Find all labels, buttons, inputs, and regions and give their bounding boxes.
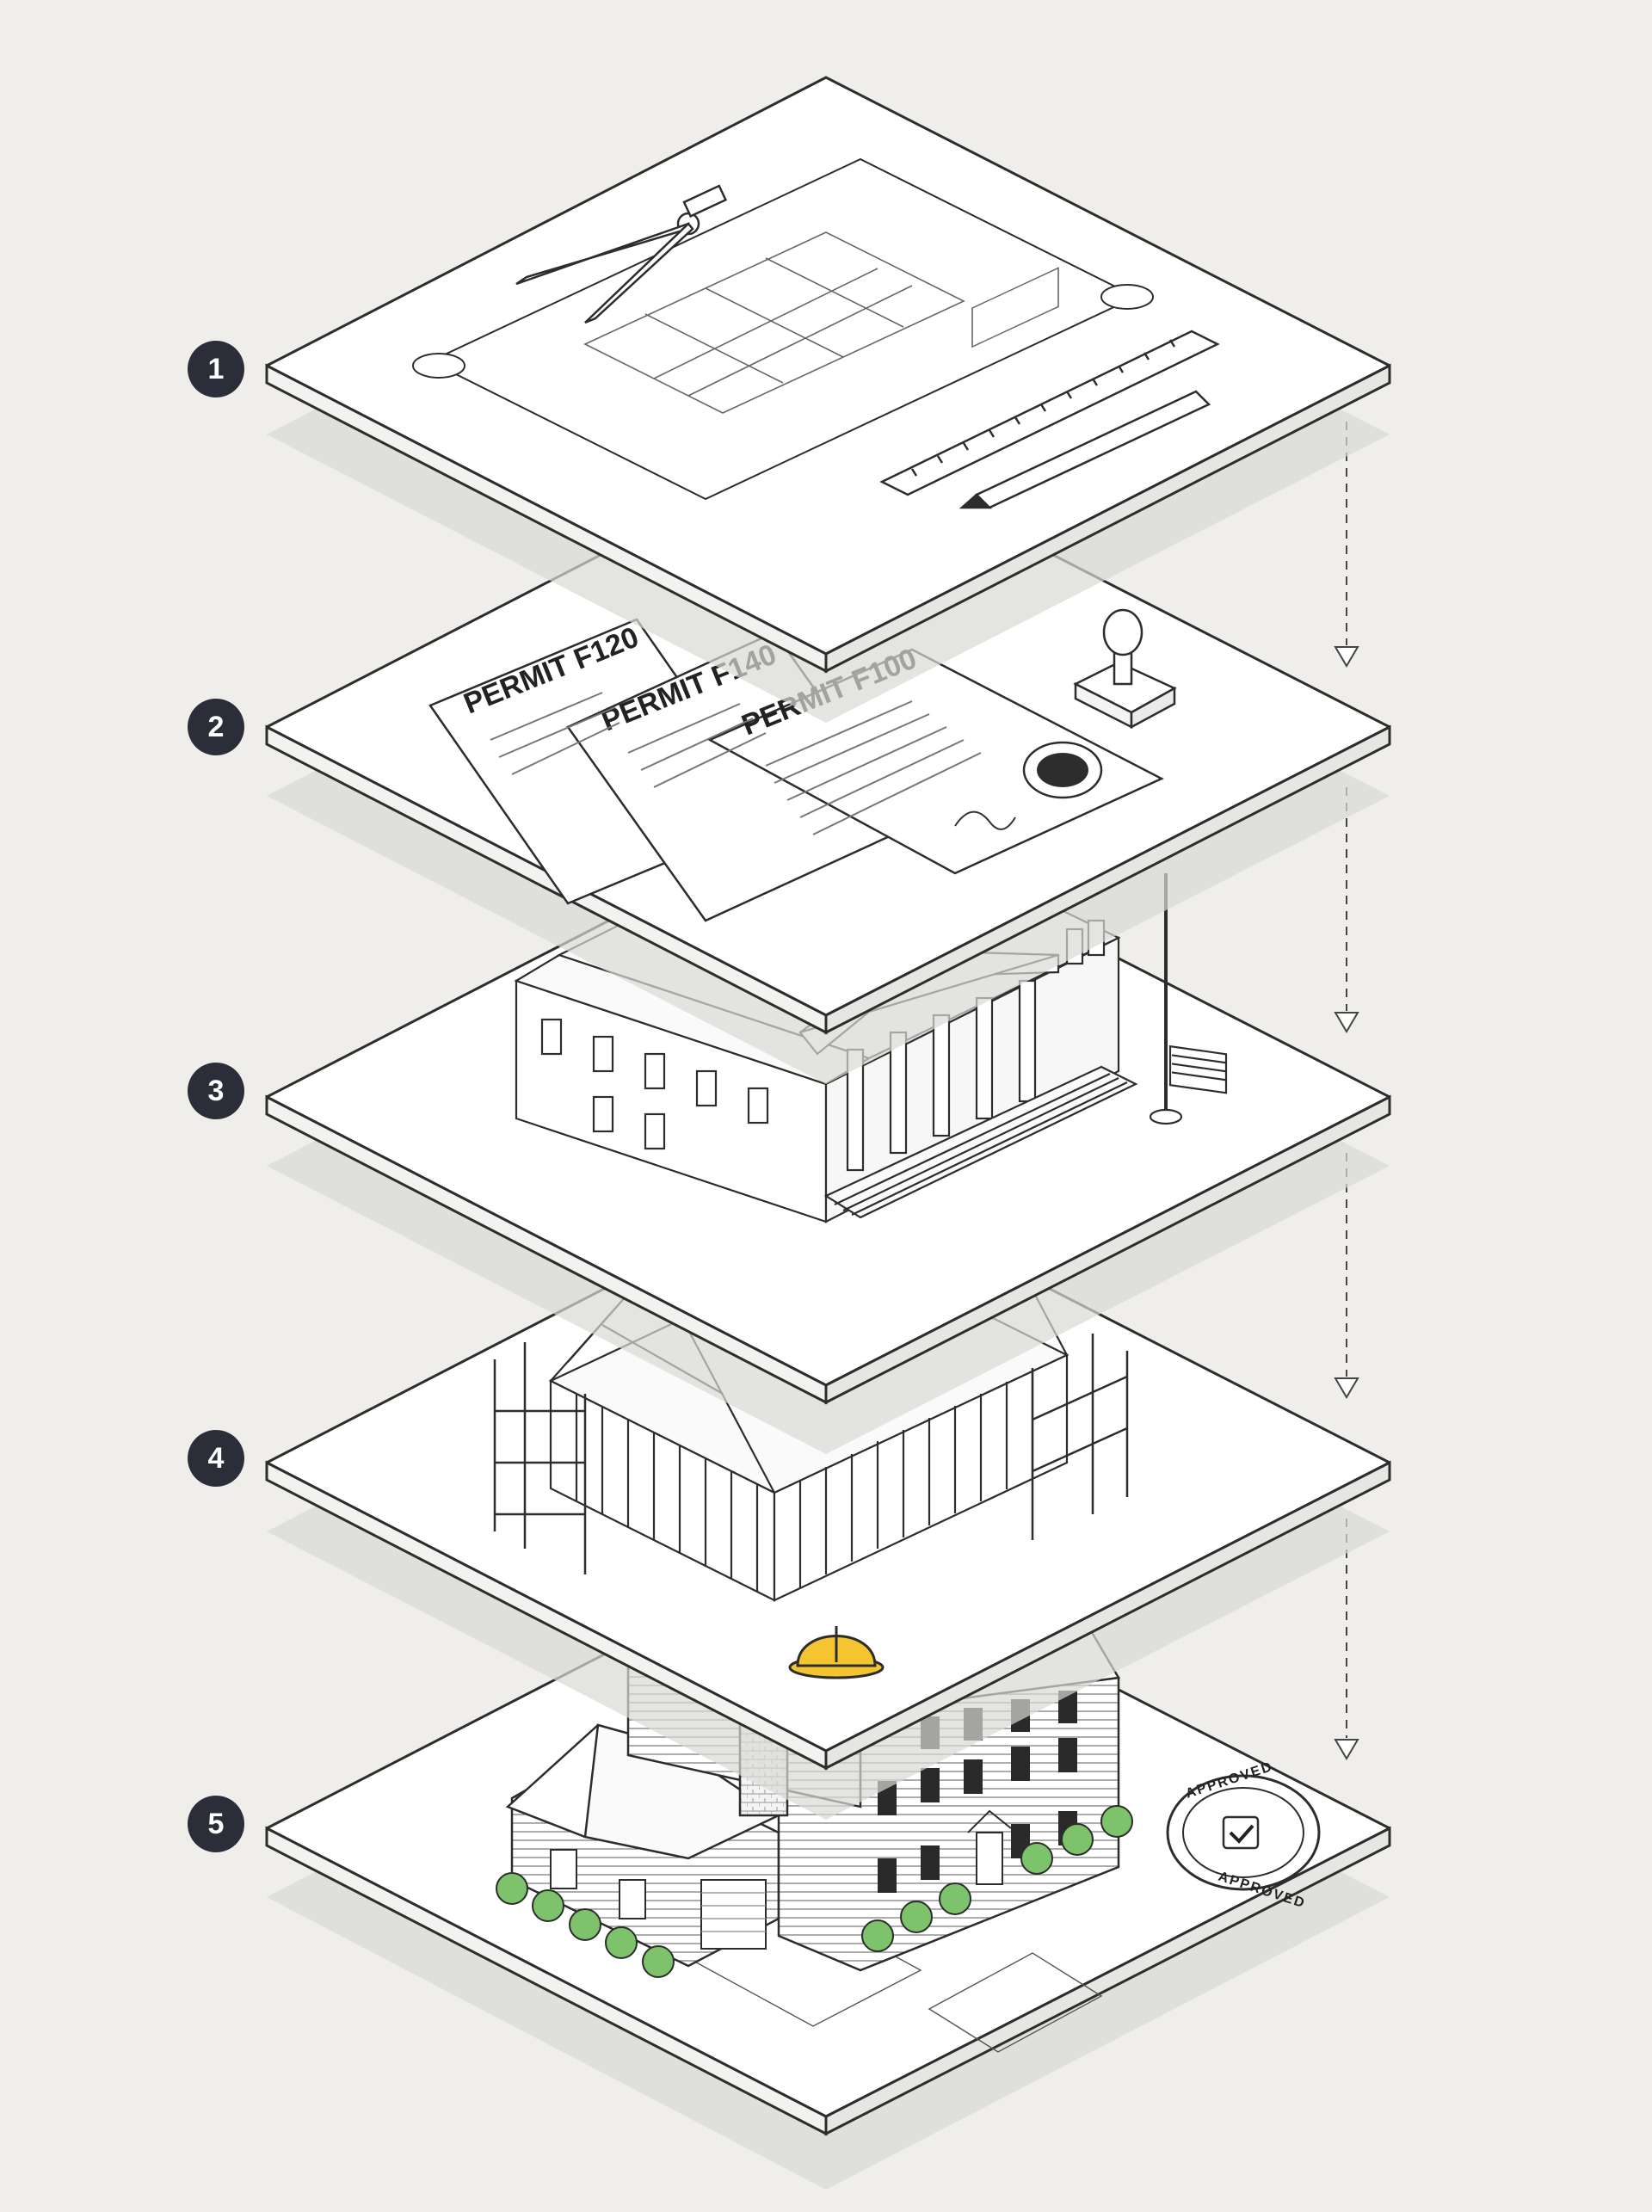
step-badge-5: 5 <box>188 1796 244 1852</box>
step-badge-3: 3 <box>188 1063 244 1119</box>
hardhat-icon <box>788 1626 885 1679</box>
step-badge-4: 4 <box>188 1430 244 1487</box>
step-badge-1: 1 <box>188 341 244 397</box>
step-badge-2: 2 <box>188 699 244 755</box>
flow-arrows <box>1334 422 1359 1760</box>
compass-icon <box>515 184 728 324</box>
blueprint-icon <box>412 157 1154 501</box>
rubber-stamp-icon <box>1073 608 1177 730</box>
pencil-icon <box>959 390 1211 509</box>
ruler-icon <box>879 330 1220 496</box>
layer-1-blueprint <box>265 76 1391 723</box>
